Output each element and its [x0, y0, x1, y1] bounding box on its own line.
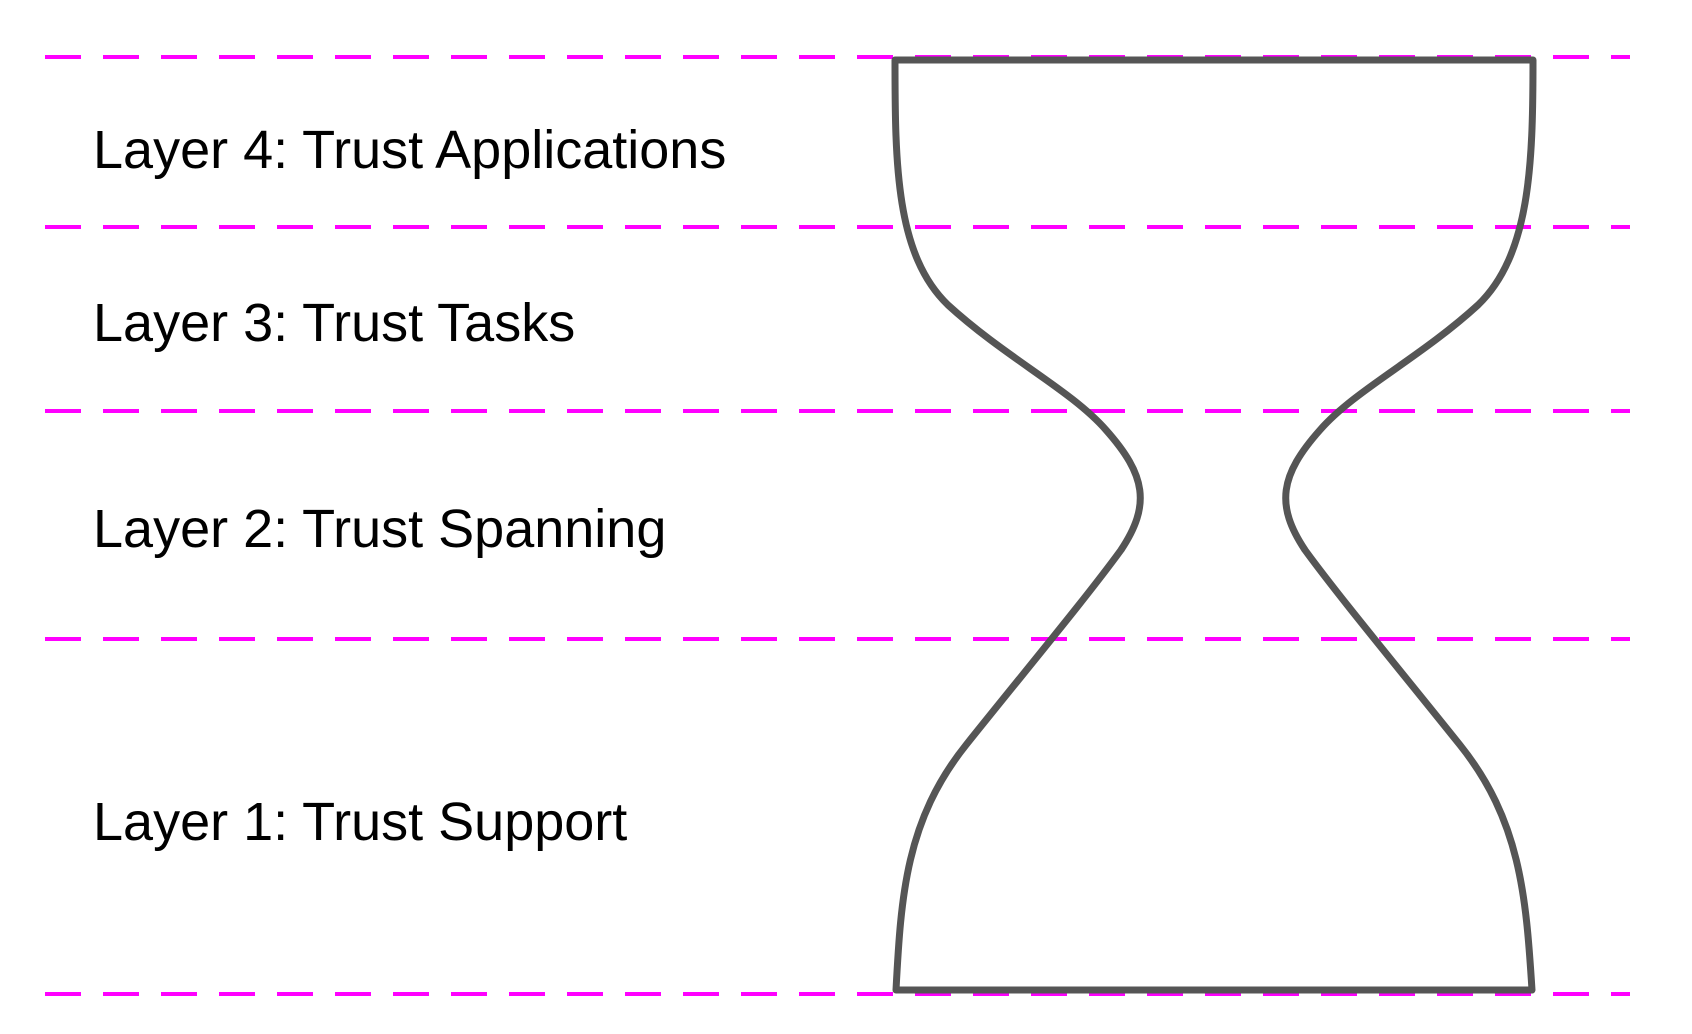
layer-dividers — [45, 55, 1630, 996]
layer-1-label: Layer 1: Trust Support — [93, 792, 627, 852]
hourglass-shape — [891, 56, 1537, 994]
layer-3-label: Layer 3: Trust Tasks — [93, 293, 575, 353]
layer-labels: Layer 4: Trust Applications Layer 3: Tru… — [93, 120, 726, 852]
layer-4-label: Layer 4: Trust Applications — [93, 120, 726, 180]
layer-2-label: Layer 2: Trust Spanning — [93, 499, 666, 559]
